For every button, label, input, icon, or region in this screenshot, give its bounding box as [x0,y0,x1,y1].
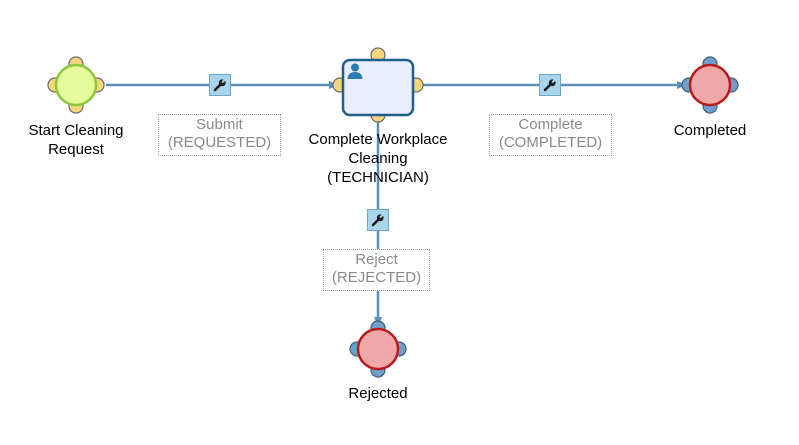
complete-label-line-2: (COMPLETED) [498,134,603,151]
user-task[interactable] [332,47,424,123]
task-label-line-1: Complete Workplace [308,131,448,148]
task-label-line-2: Cleaning [348,150,408,167]
wrench-icon [213,77,227,92]
completed-label-line-1: Completed [673,122,747,139]
start-event-circle[interactable] [54,63,98,107]
start-event-label: Start Cleaning Request [0,121,152,159]
rejected-label-line-1: Rejected [348,385,408,402]
rejected-event-label: Rejected [318,384,438,403]
submit-wrench-button[interactable] [209,74,231,96]
reject-wrench-button[interactable] [367,209,389,231]
start-label-line-1: Start Cleaning [28,122,124,139]
complete-transition-label[interactable]: Complete (COMPLETED) [489,114,612,156]
user-task-label: Complete Workplace Cleaning (TECHNICIAN) [288,130,468,187]
complete-label-line-1: Complete [518,116,583,133]
task-label-line-3: (TECHNICIAN) [327,169,429,186]
user-icon [347,63,363,79]
rejected-end-event[interactable] [349,320,407,378]
completed-end-event[interactable] [681,56,739,114]
rejected-event-circle[interactable] [356,327,400,371]
completed-event-circle[interactable] [688,63,732,107]
start-event[interactable] [47,56,105,114]
wrench-icon [543,77,557,92]
submit-transition-label[interactable]: Submit (REQUESTED) [158,114,281,156]
reject-transition-label[interactable]: Reject (REJECTED) [323,249,430,291]
submit-label-line-2: (REQUESTED) [167,134,272,151]
wrench-icon [371,212,385,227]
completed-event-label: Completed [650,121,770,140]
task-box[interactable] [341,58,415,117]
reject-label-line-2: (REJECTED) [331,269,422,286]
reject-label-line-1: Reject [355,251,398,268]
complete-wrench-button[interactable] [539,74,561,96]
submit-label-line-1: Submit [196,116,243,133]
start-label-line-2: Request [48,141,104,158]
